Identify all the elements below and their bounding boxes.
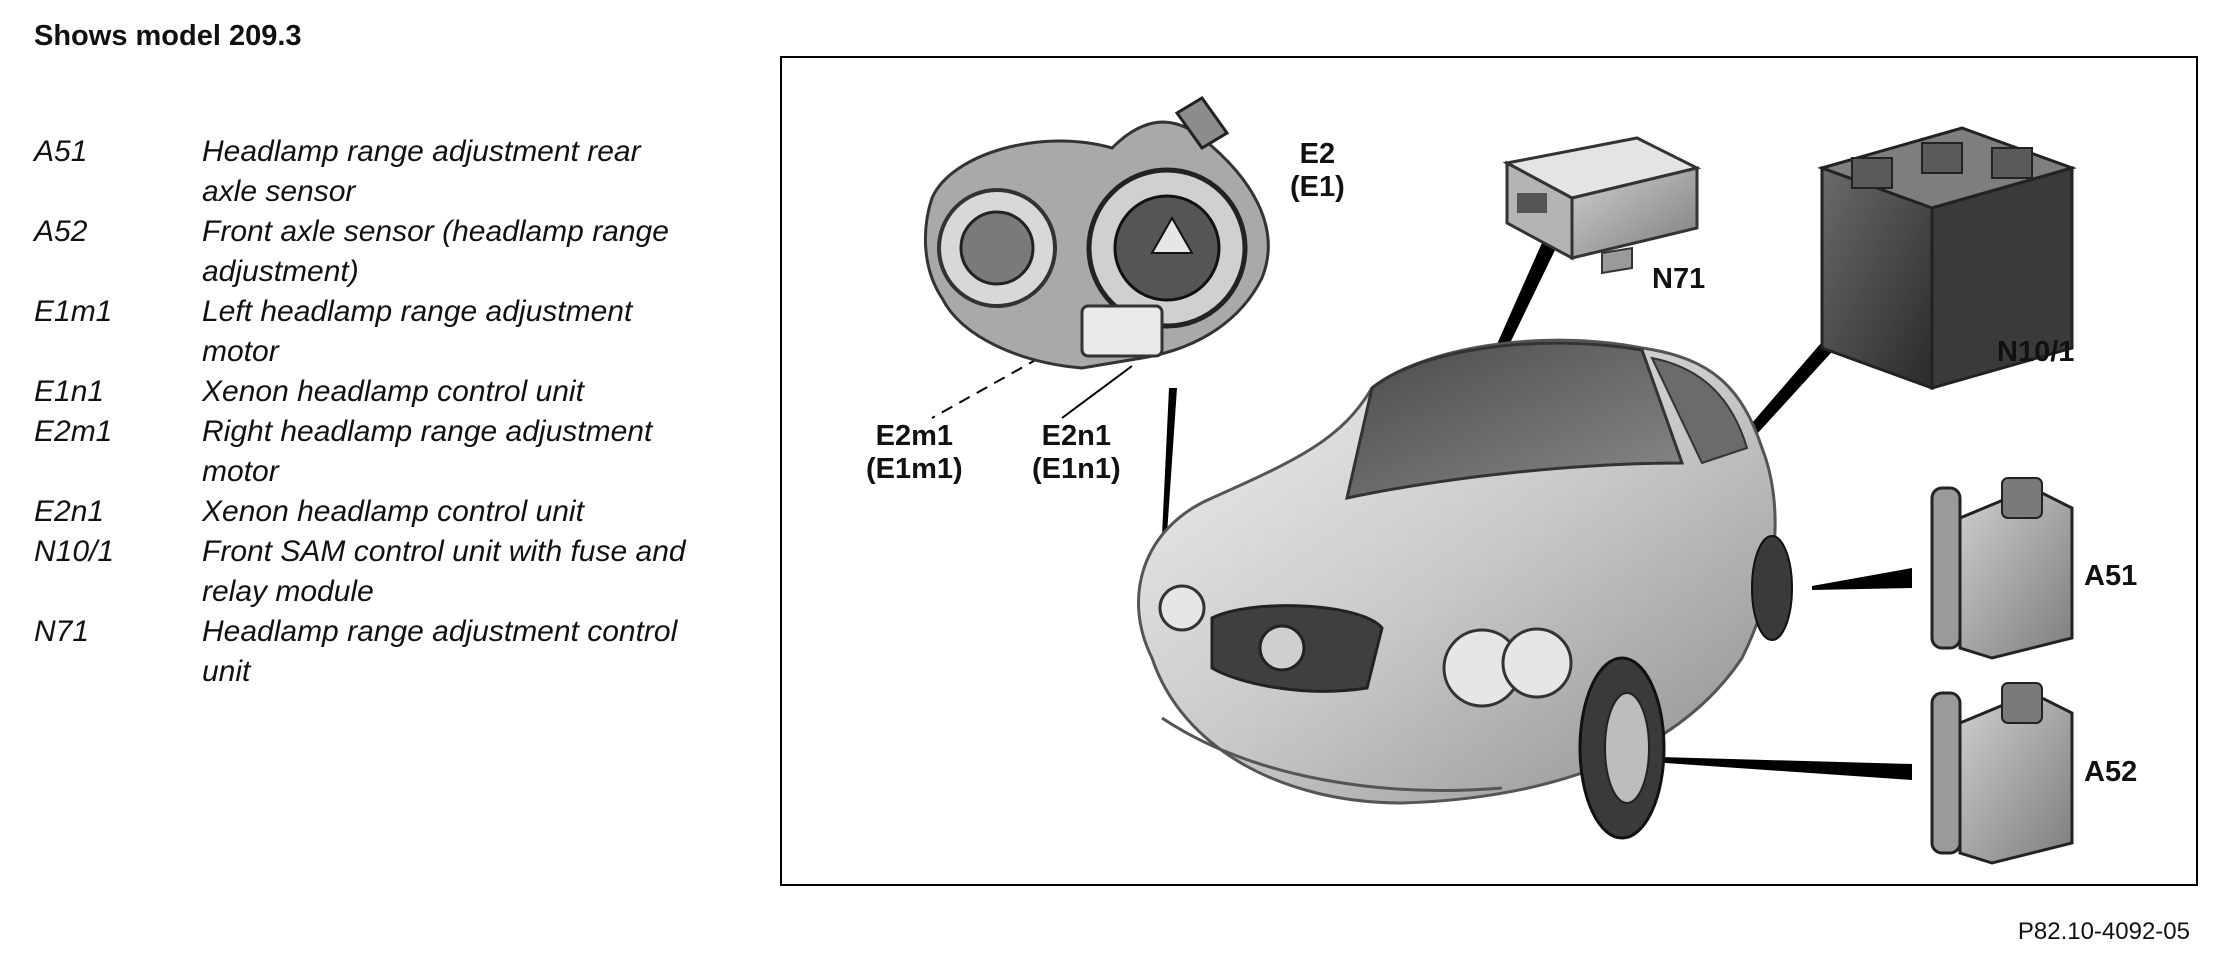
callout-e2: E2 (E1) [1290, 138, 1345, 204]
callout-primary: E2 [1299, 138, 1336, 170]
legend-code: A52 [34, 215, 88, 248]
callout-secondary: (E1m1) [866, 453, 963, 485]
legend-code: E1n1 [34, 375, 105, 408]
callout-e2m1: E2m1 (E1m1) [866, 420, 963, 486]
legend-code: A51 [34, 135, 88, 168]
legend-code: N71 [34, 615, 90, 648]
leader-e2n1-pointer [1061, 365, 1133, 419]
headlamp-assembly-illustration [924, 96, 1270, 370]
figure-illustration [924, 96, 2077, 865]
leader-a52 [1622, 756, 1912, 780]
callout-primary: E2n1 [1041, 420, 1111, 452]
legend-description: Right headlamp range adjustment motor [202, 415, 653, 488]
legend-code: E2n1 [34, 495, 105, 528]
n10-1-sam-unit-illustration [1817, 126, 2077, 391]
legend-code: E2m1 [34, 415, 113, 448]
legend-code: E1m1 [34, 295, 113, 328]
component-location-figure: E2 (E1) E2m1 (E1m1) E2n1 (E1n1) N71 N10/… [780, 56, 2198, 886]
legend-description: Xenon headlamp control unit [202, 495, 584, 528]
legend-description: Headlamp range adjustment rear axle sens… [202, 135, 641, 208]
legend-code: N10/1 [34, 535, 115, 568]
a52-sensor-illustration [1930, 682, 2074, 865]
legend-item-a52: A52 Front axle sensor (headlamp range ad… [34, 212, 734, 292]
callout-e2n1: E2n1 (E1n1) [1032, 420, 1121, 486]
vehicle-illustration [1137, 338, 1793, 840]
page-title: Shows model 209.3 [34, 20, 302, 52]
legend-description: Front axle sensor (headlamp range adjust… [202, 215, 669, 288]
callout-secondary: (E1n1) [1032, 453, 1121, 485]
leader-a51 [1812, 568, 1912, 590]
callout-primary: E2m1 [875, 420, 954, 452]
legend-description: Front SAM control unit with fuse and rel… [202, 535, 686, 608]
callout-a52: A52 [2084, 756, 2138, 788]
legend-description: Xenon headlamp control unit [202, 375, 584, 408]
n71-control-unit-illustration [1502, 136, 1702, 275]
legend-item-e1n1: E1n1 Xenon headlamp control unit [34, 372, 734, 412]
legend-item-n10-1: N10/1 Front SAM control unit with fuse a… [34, 532, 734, 612]
component-legend: A51 Headlamp range adjustment rear axle … [34, 132, 734, 692]
figure-reference: P82.10-4092-05 [2017, 918, 2190, 945]
legend-item-e2n1: E2n1 Xenon headlamp control unit [34, 492, 734, 532]
callout-secondary: (E1) [1290, 171, 1345, 203]
callout-a51: A51 [2084, 560, 2138, 592]
callout-n71: N71 [1652, 263, 1706, 295]
legend-item-n71: N71 Headlamp range adjustment control un… [34, 612, 734, 692]
legend-item-a51: A51 Headlamp range adjustment rear axle … [34, 132, 734, 212]
callout-n10-1: N10/1 [1997, 336, 2075, 368]
legend-item-e1m1: E1m1 Left headlamp range adjustment moto… [34, 292, 734, 372]
legend-item-e2m1: E2m1 Right headlamp range adjustment mot… [34, 412, 734, 492]
a51-sensor-illustration [1930, 477, 2074, 660]
legend-description: Left headlamp range adjustment motor [202, 295, 633, 368]
legend-description: Headlamp range adjustment control unit [202, 615, 678, 688]
